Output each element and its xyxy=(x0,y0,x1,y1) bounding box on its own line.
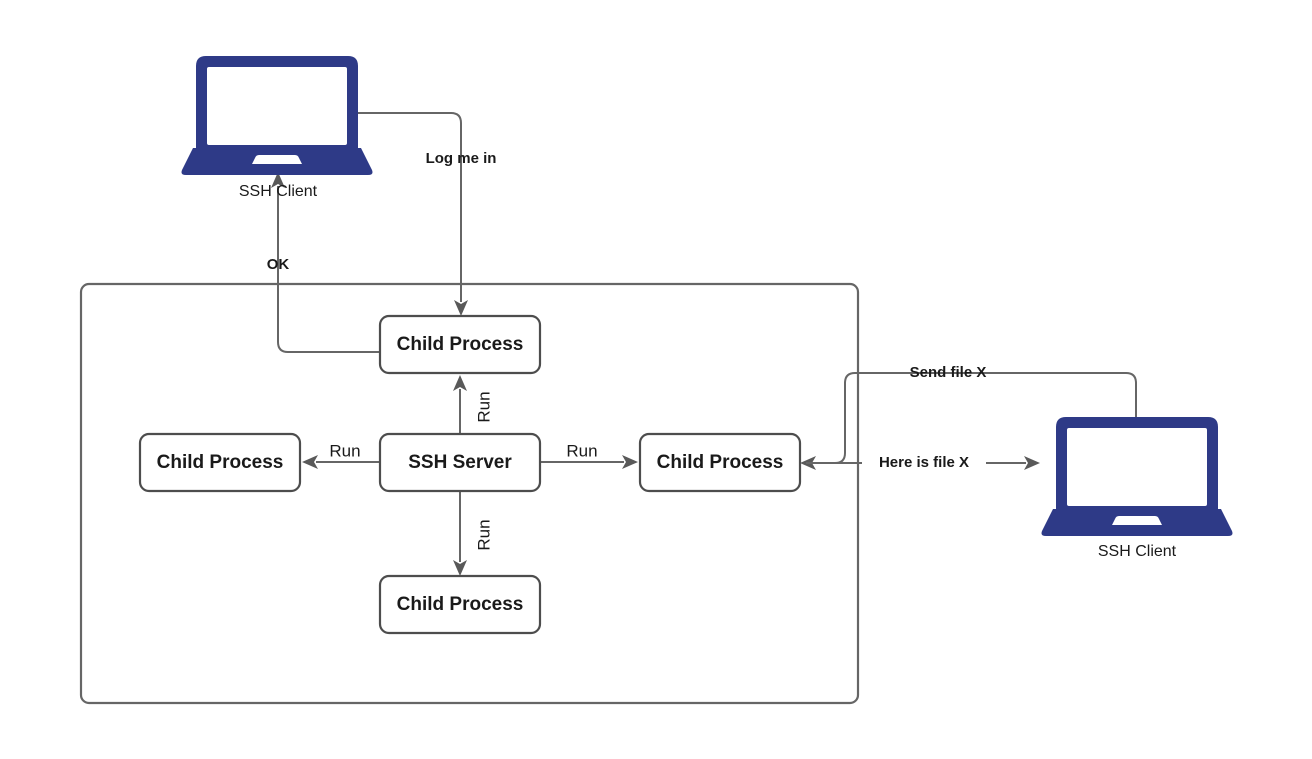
laptop-icon-client-right-screen xyxy=(1067,428,1207,506)
edge-label-login-request: Log me in xyxy=(426,150,497,167)
node-child-top-label: Child Process xyxy=(397,334,524,355)
ssh-server-host-boundary xyxy=(79,282,860,705)
node-child-left-label: Child Process xyxy=(157,452,284,473)
edge-login-request-line xyxy=(358,112,462,302)
node-child-right-box[interactable] xyxy=(638,432,802,493)
edge-run-bottom-arrowhead xyxy=(453,560,467,576)
edge-label-here-is-file-backing xyxy=(862,452,986,474)
device-label-client-right: SSH Client xyxy=(1098,543,1177,560)
edge-login-request: Log me in xyxy=(358,112,497,316)
edge-here-is-file-arrowhead xyxy=(1024,456,1040,470)
node-ssh-server-box[interactable] xyxy=(378,432,542,493)
edge-login-request-arrowhead xyxy=(454,300,468,316)
edge-here-is-file: Here is file X xyxy=(806,452,1040,474)
edge-label-run-bottom: Run xyxy=(474,519,493,550)
edge-run-top-arrowhead xyxy=(453,375,467,391)
node-child-top-box[interactable] xyxy=(378,314,542,375)
node-child-bottom[interactable]: Child Process xyxy=(378,574,542,635)
node-child-right[interactable]: Child Process xyxy=(638,432,802,493)
laptop-icon-client-right[interactable]: SSH Client xyxy=(1041,417,1233,560)
edge-label-run-top: Run xyxy=(474,391,493,422)
edge-run-right-arrowhead xyxy=(622,455,638,469)
node-ssh-server[interactable]: SSH Server xyxy=(378,432,542,493)
edge-login-ok: OK xyxy=(267,172,380,353)
edge-label-run-right: Run xyxy=(566,441,597,460)
node-child-left-box[interactable] xyxy=(138,432,302,493)
node-ssh-server-label: SSH Server xyxy=(408,452,512,473)
node-child-bottom-label: Child Process xyxy=(397,594,524,615)
edge-send-file-line xyxy=(814,372,1137,464)
edge-run-top: Run xyxy=(453,375,493,434)
node-child-left[interactable]: Child Process xyxy=(138,432,302,493)
edge-run-bottom: Run xyxy=(453,491,493,576)
laptop-icon-client-top[interactable]: SSH Client xyxy=(181,56,373,202)
edge-login-ok-line xyxy=(277,186,380,353)
edge-login-ok-arrowhead xyxy=(271,172,285,188)
node-child-right-label: Child Process xyxy=(657,452,784,473)
laptop-icon-client-right-notch xyxy=(1112,516,1162,525)
edge-label-run-left: Run xyxy=(329,441,360,460)
edge-run-left: Run xyxy=(302,441,380,469)
edge-run-right: Run xyxy=(540,441,638,469)
edge-label-send-file: Send file X xyxy=(910,364,987,381)
laptop-icon-client-top-notch xyxy=(252,155,302,164)
edge-label-here-is-file: Here is file X xyxy=(879,454,969,471)
node-child-top[interactable]: Child Process xyxy=(378,314,542,375)
node-child-bottom-box[interactable] xyxy=(378,574,542,635)
laptop-icon-client-top-screen xyxy=(207,67,347,145)
edge-run-left-arrowhead xyxy=(302,455,318,469)
edge-label-login-ok: OK xyxy=(267,256,290,273)
device-label-client-top: SSH Client xyxy=(239,183,318,200)
